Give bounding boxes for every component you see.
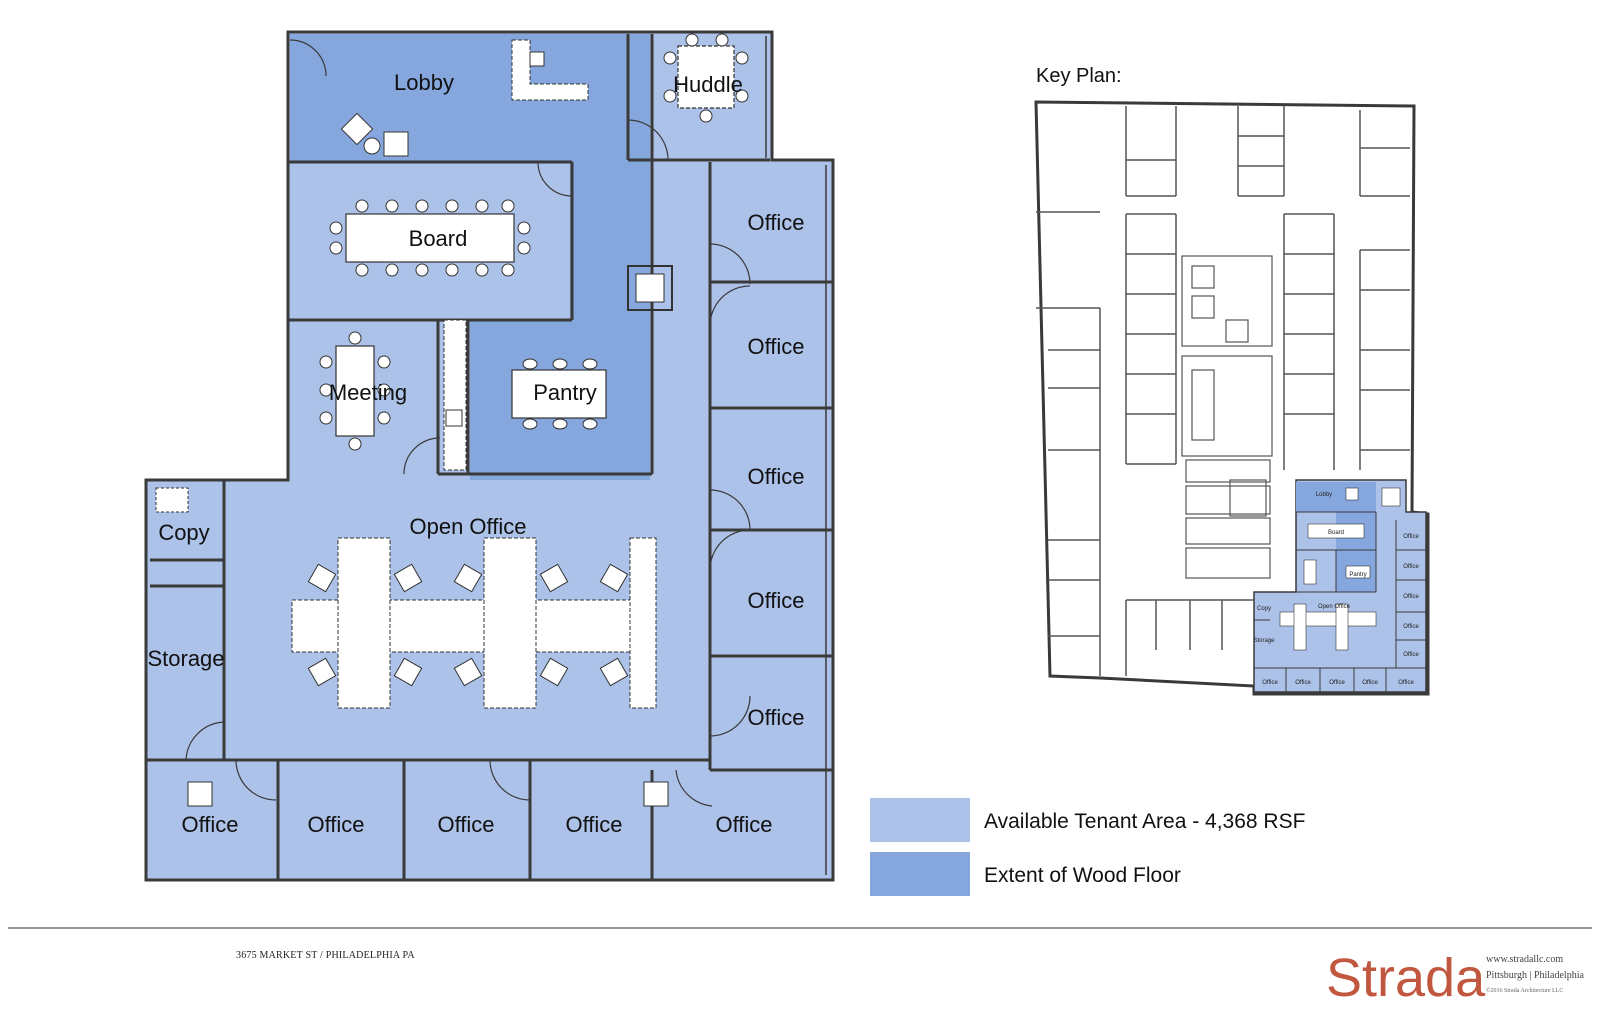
label-pantry: Pantry <box>533 380 597 405</box>
legend-label-available: Available Tenant Area - 4,368 RSF <box>984 810 1305 833</box>
main-floor-plan: Lobby Huddle Board Meeting Pantry Open O… <box>144 30 835 882</box>
key-label-office-7: Office <box>1295 680 1311 686</box>
key-plan-labels: Lobby Board Pantry Open Office Copy Stor… <box>1253 492 1419 686</box>
key-label-office-1: Office <box>1403 534 1419 540</box>
label-office-bottom-1: Office <box>181 812 238 837</box>
key-label-office-4: Office <box>1403 624 1419 630</box>
key-label-office-9: Office <box>1362 680 1378 686</box>
interior-walls <box>146 34 833 880</box>
key-plan-tenant-walls <box>1254 511 1426 692</box>
key-plan-walls <box>1036 106 1410 676</box>
door-swings <box>185 39 751 807</box>
meeting-table <box>319 331 391 451</box>
label-office-right-4: Office <box>747 588 804 613</box>
wood-floor-huddle-edge <box>290 34 326 162</box>
label-office-bottom-5: Office <box>715 812 772 837</box>
label-board: Board <box>409 226 468 251</box>
label-copy: Copy <box>158 520 209 545</box>
key-label-lobby: Lobby <box>1316 492 1332 498</box>
huddle-table <box>663 33 749 123</box>
key-label-office-6: Office <box>1262 680 1278 686</box>
label-office-bottom-4: Office <box>565 812 622 837</box>
key-label-pantry: Pantry <box>1349 572 1366 578</box>
pantry-table <box>443 319 607 471</box>
label-meeting: Meeting <box>329 380 407 405</box>
label-open-office: Open Office <box>410 514 527 539</box>
legend-swatch-available <box>870 798 970 842</box>
column-right <box>643 781 669 807</box>
column-left <box>187 781 213 807</box>
footer-address: 3675 MARKET ST / PHILADELPHIA PA <box>236 950 415 961</box>
key-label-office-10: Office <box>1398 680 1414 686</box>
key-plan-wood-floor <box>1296 482 1376 512</box>
copy-machine <box>155 487 189 513</box>
brand-website: www.stradallc.com <box>1486 954 1563 965</box>
workstation-chairs <box>307 563 629 687</box>
workstations <box>291 537 657 709</box>
key-plan-title: Key Plan: <box>1036 65 1122 87</box>
brand-copyright: ©2016 Strada Architecture LLC <box>1486 987 1563 994</box>
key-label-office-8: Office <box>1329 680 1345 686</box>
board-table <box>329 199 531 277</box>
key-label-copy: Copy <box>1257 606 1271 612</box>
key-label-office-5: Office <box>1403 652 1419 658</box>
key-plan-furniture <box>1279 487 1401 651</box>
key-plan: Key Plan: <box>1034 65 1430 696</box>
key-label-storage: Storage <box>1253 638 1275 644</box>
brand-logo: Strada <box>1326 948 1486 1008</box>
label-office-right-1: Office <box>747 210 804 235</box>
legend-swatch-wood <box>870 852 970 896</box>
key-label-board: Board <box>1328 530 1344 536</box>
footer: 3675 MARKET ST / PHILADELPHIA PA Strada … <box>8 927 1592 1008</box>
key-label-office-2: Office <box>1403 564 1419 570</box>
key-label-office-3: Office <box>1403 594 1419 600</box>
room-labels: Lobby Huddle Board Meeting Pantry Open O… <box>147 70 804 837</box>
key-label-open-office: Open Office <box>1318 604 1351 610</box>
legend-label-wood: Extent of Wood Floor <box>984 864 1181 887</box>
label-storage: Storage <box>147 646 224 671</box>
legend: Available Tenant Area - 4,368 RSF Extent… <box>870 798 1305 896</box>
label-office-right-2: Office <box>747 334 804 359</box>
label-office-right-3: Office <box>747 464 804 489</box>
label-lobby: Lobby <box>394 70 454 95</box>
label-office-right-5: Office <box>747 705 804 730</box>
label-huddle: Huddle <box>673 72 743 97</box>
label-office-bottom-3: Office <box>437 812 494 837</box>
lobby-furniture <box>340 39 589 157</box>
building-column <box>627 265 673 311</box>
brand-cities: Pittsburgh | Philadelphia <box>1486 970 1584 981</box>
label-office-bottom-2: Office <box>307 812 364 837</box>
key-plan-core <box>1181 255 1273 579</box>
